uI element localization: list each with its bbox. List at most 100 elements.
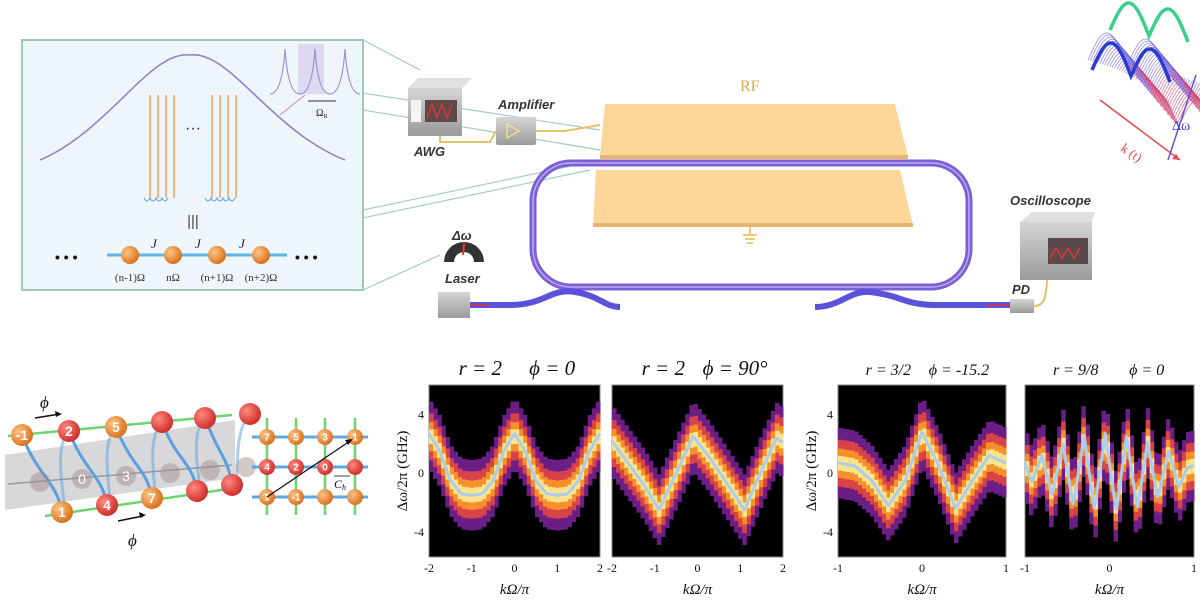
modulation-waves [143,196,236,202]
y-axis-label: Δω/2π (GHz) [804,431,820,512]
helix-node [51,501,73,523]
lattice-site [121,246,139,264]
ellipsis-right: • • • [295,249,318,265]
lattice-node [288,489,304,505]
waterfall-trace [1155,91,1200,125]
lattice-node-label: -1 [292,493,301,504]
helix-node-hidden [200,460,220,480]
helix-node [186,480,208,502]
dispersion-curve [837,430,1007,510]
oscilloscope-device[interactable] [1020,212,1095,280]
lattice-site [164,246,182,264]
x-tick-label: -2 [424,561,434,575]
site-label: nΩ [166,272,180,284]
waterfall-trace [1114,55,1193,96]
x-tick-label: 0 [1107,561,1113,575]
rf-label: RF [740,78,760,95]
awg-device[interactable] [408,78,472,136]
oscilloscope-label: Oscilloscope [1010,193,1091,208]
x-tick-label: -1 [833,561,843,575]
lattice-node [347,489,363,505]
helix-node-label: 1 [58,505,66,520]
detuning-axis-label: Δω [1172,119,1190,134]
lattice-node [259,459,275,475]
ellipsis-left: • • • [55,249,78,265]
helix-node-label: 2 [65,424,73,439]
helix-node [151,411,173,433]
resonance-inset: ΩR [269,44,361,120]
x-tick-label: 1 [554,561,560,575]
k-axis-arrow [1099,99,1181,161]
y-tick-label: 0 [827,466,833,480]
x-axis-label: kΩ/π [907,582,937,598]
awg-label: AWG [413,144,445,159]
laser-label: Laser [445,271,481,286]
detuning-axis-arrow [1167,74,1197,161]
x-tick-label: -1 [1020,561,1030,575]
waterfall-trace [1121,62,1200,101]
lattice-node-label: 1 [352,433,358,444]
amplifier-device[interactable] [496,117,536,145]
waterfall-lower-band [1090,41,1172,83]
lattice-node-label: 7 [264,433,270,444]
helix-node [221,474,243,496]
y-tick-label: -4 [414,525,424,539]
panel-title-r: r = 9/8 [1053,362,1098,379]
phi-bottom-label: ϕ [128,531,137,550]
dispersion-curve [1023,432,1195,511]
waterfall-trace [1152,89,1200,124]
x-tick-label: -1 [650,561,660,575]
synthetic-lattice-inset: ··· ||| ΩR • • • • • • J J J (n-1)Ω nΩ (… [21,39,364,291]
x-tick-label: 1 [1191,561,1197,575]
waterfall-trace [1126,66,1200,105]
comb-lines [149,95,237,198]
panel-title-r: r = 2 [642,356,686,380]
helix-node-label: 3 [122,468,130,484]
laser-device[interactable] [438,292,470,318]
panel-title-phi: ϕ = 0 [1129,362,1164,379]
helix-node-hidden [116,466,136,486]
helix-node-label: -1 [16,428,29,443]
rf-electrode-bottom [593,170,913,225]
lattice-node-label: 3 [322,433,328,444]
coupling-label: J [239,236,246,251]
helix-node [141,487,163,509]
experimental-setup: RF AWG Amplifier Δω Laser PD Oscilloscop… [408,78,1095,318]
helix-node-label: 4 [103,498,111,513]
amplifier-label: Amplifier [497,97,555,112]
helix-node-hidden [30,472,50,492]
x-tick-label: 0 [512,561,518,575]
lattice-node [288,429,304,445]
chiral-vector-label: Ch [334,477,346,492]
lattice-node [317,429,333,445]
helix-node [96,494,118,516]
lattice-node-label: 5 [293,433,299,444]
lattice-site [208,246,226,264]
x-axis-label: kΩ/π [500,582,530,598]
dispersion-curve [427,432,602,497]
helix-node-label: 0 [78,471,86,487]
y-axis-label: Δω/2π (GHz) [395,431,411,512]
input-waveguide [470,288,621,310]
photodetector[interactable] [1010,299,1034,313]
rf-electrode-top [600,104,908,157]
ground-icon [743,227,757,244]
x-tick-label: -1 [467,561,477,575]
chiral-vector-arrow [266,440,351,498]
x-tick-label: 1 [1003,561,1009,575]
detuning-label: Δω [451,228,472,243]
lattice-node [317,459,333,475]
x-tick-label: 1 [737,561,743,575]
lattice-node-label: 2 [293,463,299,474]
lattice-node [259,429,275,445]
dispersion-curve [610,435,784,512]
helix-node-label: 5 [112,420,120,435]
y-tick-label: -4 [823,525,833,539]
x-axis-label: kΩ/π [683,582,713,598]
